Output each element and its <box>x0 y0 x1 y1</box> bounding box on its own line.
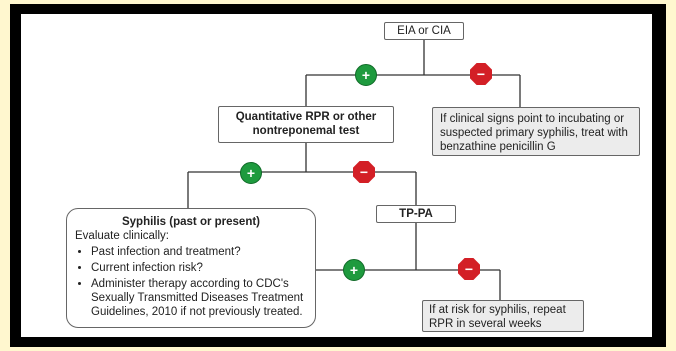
node-rpr-line1: Quantitative RPR or other <box>235 111 377 123</box>
list-item: Current infection risk? <box>91 261 307 275</box>
positive-marker-icon: + <box>343 259 365 281</box>
neg-tppa-line2: RPR in several weeks <box>429 318 542 330</box>
node-eia-cia-label: EIA or CIA <box>397 25 451 37</box>
node-tp-pa: TP-PA <box>376 205 456 223</box>
node-syphilis: Syphilis (past or present) Evaluate clin… <box>66 208 316 328</box>
node-tp-pa-label: TP-PA <box>399 208 433 220</box>
node-eia-cia: EIA or CIA <box>384 22 464 40</box>
list-item: Past infection and treatment? <box>91 245 307 259</box>
node-eia-negative-action: If clinical signs point to incubating or… <box>432 107 640 156</box>
syph-title: Syphilis (past or present) <box>121 216 261 228</box>
negative-marker-icon: − <box>458 258 480 280</box>
syph-eval-list: Past infection and treatment? Current in… <box>75 245 307 319</box>
neg-eia-line1: If clinical signs point to incubating or <box>440 113 625 125</box>
list-item: Administer therapy according to CDC's Se… <box>91 277 307 319</box>
positive-marker-icon: + <box>240 162 262 184</box>
node-quantitative-rpr: Quantitative RPR or other nontreponemal … <box>218 106 394 143</box>
neg-tppa-line1: If at risk for syphilis, repeat <box>429 304 566 316</box>
node-rpr-line2: nontreponemal test <box>252 125 360 137</box>
neg-eia-line3: benzathine penicillin G <box>440 141 556 153</box>
node-tppa-negative-action: If at risk for syphilis, repeat RPR in s… <box>422 300 584 332</box>
negative-marker-icon: − <box>470 63 492 85</box>
neg-eia-line2: suspected primary syphilis, treat with <box>440 127 628 139</box>
negative-marker-icon: − <box>353 161 375 183</box>
syph-eval-label: Evaluate clinically: <box>75 230 169 242</box>
positive-marker-icon: + <box>355 64 377 86</box>
